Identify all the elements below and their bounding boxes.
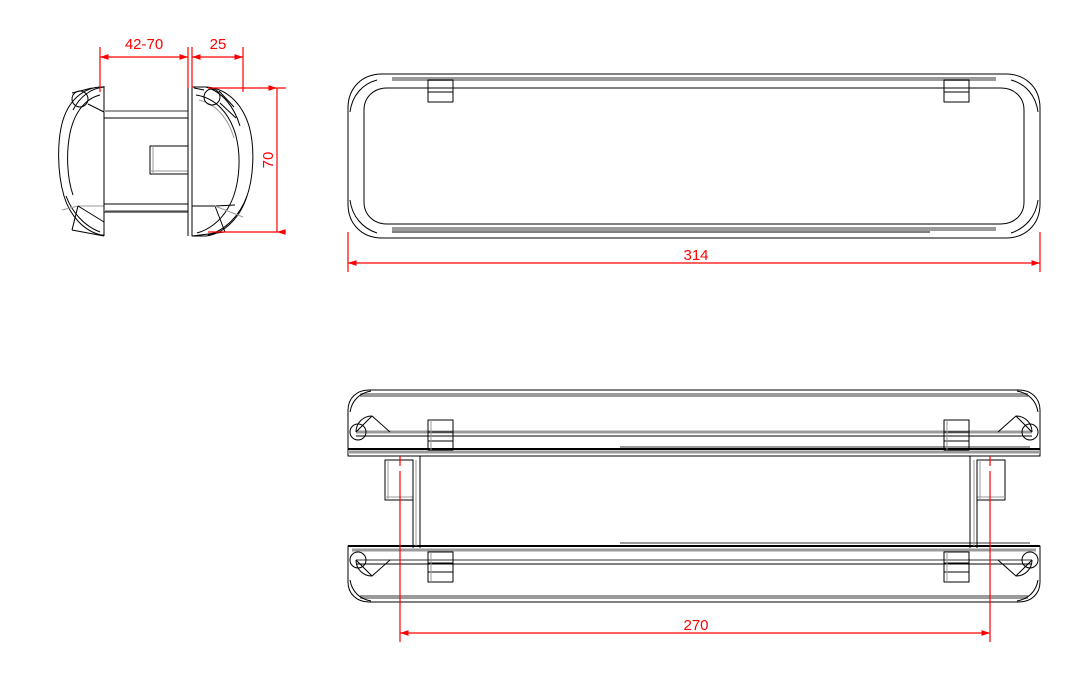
dimension-270-label: 270: [683, 617, 708, 634]
plan-view-post-upper-right: [943, 419, 970, 451]
dimension-70-label: 70: [260, 152, 277, 169]
dimension-314-label: 314: [683, 247, 708, 264]
side-view-rear-bracket: [58, 86, 105, 237]
front-view-hanger-tab-left: [427, 79, 454, 103]
dimension-314: [347, 232, 1041, 272]
side-view-front-bracket: [187, 86, 254, 237]
dimension-270: [399, 456, 991, 642]
plan-view-support-right: [969, 456, 1006, 548]
plan-view-post-lower-left: [427, 551, 454, 583]
plan-view-lower-rail: [347, 542, 1041, 603]
plan-view-support-left: [384, 456, 421, 548]
plan-view-post-upper-left: [427, 419, 454, 451]
dimension-42-70: [99, 47, 189, 92]
front-view: [347, 73, 1041, 239]
front-view-hanger-tab-right: [943, 79, 970, 103]
dimension-70: [208, 85, 286, 235]
plan-view-upper-rail: [347, 389, 1041, 457]
plan-view-post-lower-right: [943, 551, 970, 583]
side-view: [58, 86, 254, 237]
dimension-25-label: 25: [210, 36, 227, 53]
dimension-25: [191, 47, 244, 92]
plan-view: [347, 389, 1041, 603]
dimension-42-70-label: 42-70: [125, 36, 163, 53]
